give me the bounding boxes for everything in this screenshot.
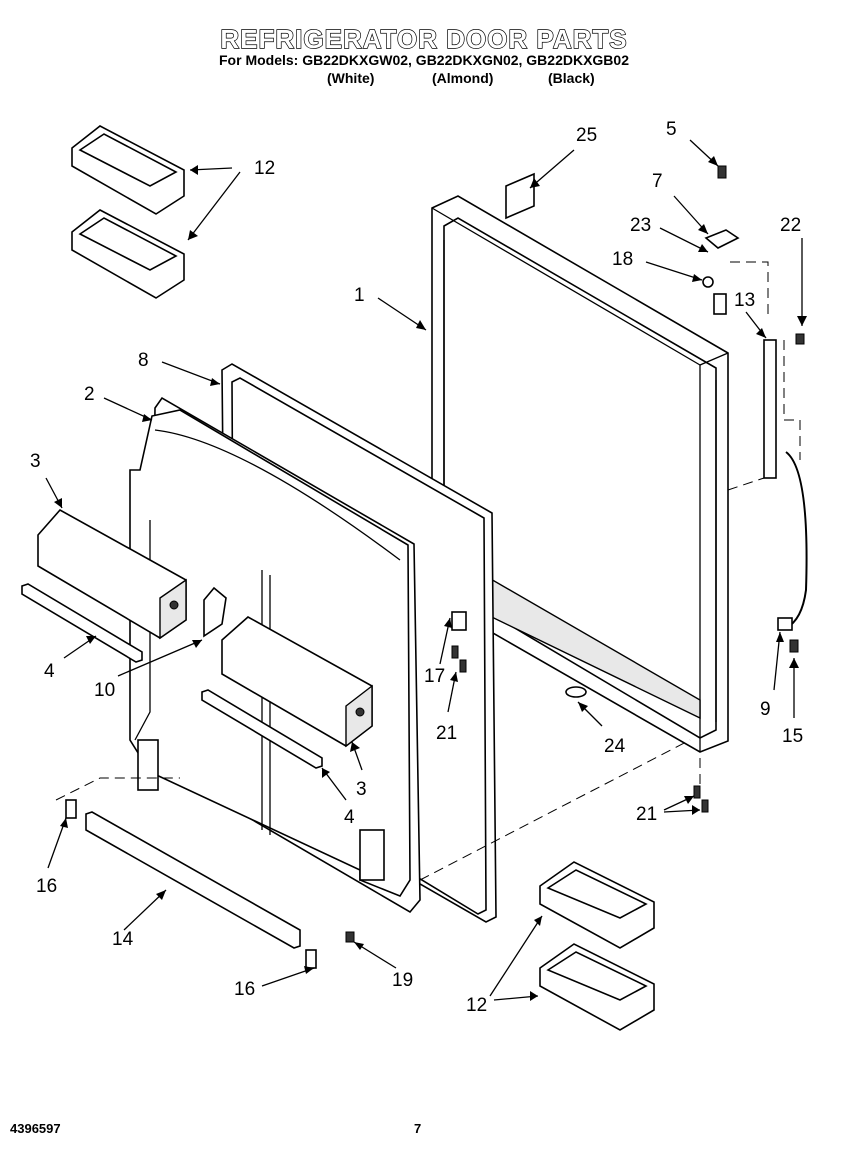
callout-12-top: 12 (254, 158, 275, 179)
callout-10: 10 (94, 680, 115, 701)
callout-15: 15 (782, 726, 803, 747)
callout-8: 8 (138, 350, 149, 371)
bottom-screw-2 (701, 799, 709, 813)
door-handle-trim (763, 339, 777, 479)
callout-23: 23 (630, 215, 651, 236)
handle-screw (795, 333, 805, 345)
variant-white: (White) (327, 70, 375, 86)
bottom-door-trim (85, 811, 301, 949)
hinge-plate (704, 229, 740, 249)
variant-black: (Black) (548, 70, 595, 86)
door-handle (785, 451, 808, 629)
dairy-cover (203, 586, 227, 638)
hinge-bushing (713, 293, 727, 315)
trim-clip-right (305, 949, 317, 969)
callout-7: 7 (652, 171, 663, 192)
shelf-trim-lower (201, 689, 323, 769)
callout-14: 14 (112, 929, 134, 950)
door-label (505, 172, 535, 220)
page-number: 7 (414, 1121, 422, 1136)
callout-13: 13 (734, 290, 755, 311)
handle-bolt (789, 639, 799, 653)
callout-4-lower: 4 (344, 807, 355, 828)
callout-1: 1 (354, 285, 365, 306)
hinge-screw (717, 165, 727, 179)
page-title: REFRIGERATOR DOOR PARTS (220, 23, 628, 54)
callout-5: 5 (666, 119, 677, 140)
door-bin-top-2 (71, 209, 185, 299)
gasket-screw (345, 931, 355, 943)
callout-4-upper: 4 (44, 661, 55, 682)
hinge-pin (702, 276, 714, 288)
callout-21-mid: 21 (436, 723, 457, 744)
callout-9: 9 (760, 699, 771, 720)
callout-2: 2 (84, 384, 95, 405)
callout-12-bottom: 12 (466, 995, 487, 1016)
trim-clip-left (65, 799, 77, 819)
bottom-screw-1 (693, 785, 701, 799)
door-bin-bottom-2 (539, 943, 655, 1031)
bracket-screw-1 (451, 645, 459, 659)
door-shelf-bin-upper (37, 508, 187, 640)
bracket-screw-2 (459, 659, 467, 673)
callout-18: 18 (612, 249, 633, 270)
callout-22: 22 (780, 215, 801, 236)
models-line: For Models: GB22DKXGW02, GB22DKXGN02, GB… (219, 52, 629, 68)
callout-3-upper: 3 (30, 451, 41, 472)
shelf-trim-upper (21, 583, 143, 663)
callout-25: 25 (576, 125, 597, 146)
callout-17: 17 (424, 666, 445, 687)
door-bracket (451, 611, 467, 631)
callout-19: 19 (392, 970, 413, 991)
callout-3-lower: 3 (356, 779, 367, 800)
callout-16-left: 16 (36, 876, 57, 897)
document-number: 4396597 (10, 1121, 61, 1136)
callout-24: 24 (604, 736, 626, 757)
handle-bracket (777, 617, 793, 631)
callout-16-right: 16 (234, 979, 255, 1000)
door-bin-bottom-1 (539, 861, 655, 949)
door-stop (565, 686, 587, 698)
leader-lines (45, 139, 807, 1001)
variant-almond: (Almond) (432, 70, 494, 86)
door-liner-frame (431, 195, 729, 753)
door-shelf-bin-lower (221, 616, 373, 748)
callout-21-bottom: 21 (636, 804, 657, 825)
door-bin-top-1 (71, 125, 185, 215)
callout-labels: 12 25 5 7 23 22 18 13 1 8 2 3 4 10 17 21… (30, 119, 803, 1016)
